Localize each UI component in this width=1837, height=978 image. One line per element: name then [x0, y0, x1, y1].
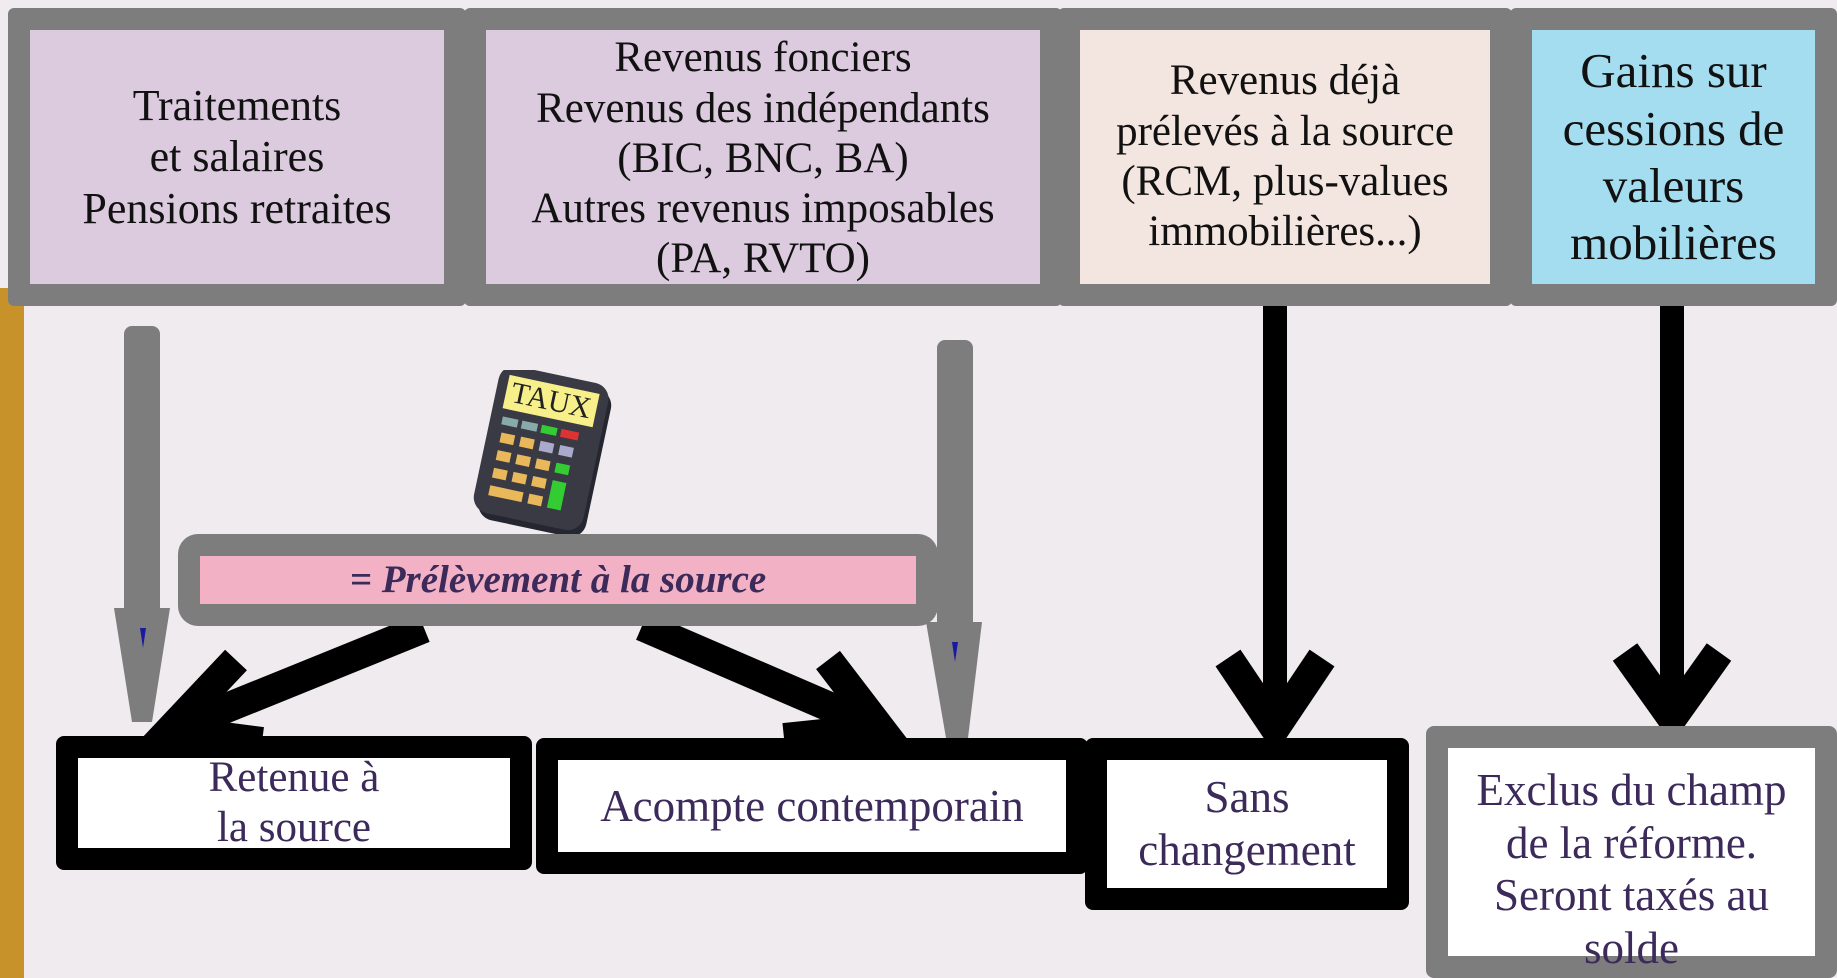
source-gains-line: cessions de — [1562, 100, 1785, 156]
source-box-deja-preleves: Revenus déjà prélevés à la source (RCM, … — [1058, 8, 1512, 306]
prelevement-box: = Prélèvement à la source — [178, 534, 938, 626]
outcome-sans-line: changement — [1138, 825, 1356, 875]
source-fonciers-line: Revenus des indépendants — [536, 84, 990, 132]
outcome-box-exclus: Exclus du champ de la réforme. Seront ta… — [1426, 726, 1837, 978]
outcome-sans-line: Sans — [1204, 772, 1290, 823]
source-gains-line: valeurs — [1602, 158, 1745, 213]
left-accent-bar — [0, 288, 24, 978]
source-fonciers-line: (PA, RVTO) — [656, 235, 870, 283]
outcome-box-sans-changement: Sans changement — [1085, 738, 1409, 910]
source-salaires-line: Traitements — [132, 80, 342, 130]
source-box-gains: Gains sur cessions de valeurs mobilières — [1510, 8, 1837, 306]
source-gains-line: mobilières — [1570, 215, 1777, 271]
source-salaires-line: et salaires — [149, 132, 325, 182]
source-deja-line: prélevés à la source — [1116, 107, 1454, 155]
outcome-exclus-line: Exclus du champ — [1476, 765, 1787, 815]
arrow-to-retenue — [138, 614, 430, 757]
outcome-acompte-line: Acompte contemporain — [600, 780, 1024, 831]
source-box-fonciers: Revenus fonciers Revenus des indépendant… — [464, 8, 1062, 306]
arrow-to-exclus — [1612, 306, 1732, 744]
arrow-tip-salaires — [140, 628, 146, 648]
outcome-retenue-line: Retenue à — [208, 753, 380, 801]
outcome-box-retenue: Retenue à la source — [56, 736, 532, 870]
arrow-to-acompte — [636, 612, 909, 753]
source-salaires-line: Pensions retraites — [82, 183, 392, 233]
source-fonciers-line: (BIC, BNC, BA) — [617, 134, 909, 182]
calculator-icon: TAUX — [473, 370, 612, 537]
source-gains-line: Gains sur — [1580, 43, 1767, 99]
source-deja-line: immobilières...) — [1148, 208, 1422, 256]
outcome-exclus-line: de la réforme. — [1505, 817, 1758, 868]
prelevement-label: = Prélèvement à la source — [349, 558, 767, 602]
outcome-exclus-line: solde — [1584, 922, 1679, 973]
arrow-to-sans-changement — [1215, 306, 1335, 755]
arrow-tip-fonciers — [952, 642, 958, 662]
outcome-box-acompte: Acompte contemporain — [536, 738, 1088, 874]
outcome-exclus-line: Seront taxés au — [1494, 870, 1769, 921]
source-deja-line: (RCM, plus-values — [1121, 158, 1449, 205]
source-fonciers-line: Autres revenus imposables — [531, 185, 995, 233]
source-deja-line: Revenus déjà — [1169, 57, 1401, 105]
gray-arrow-fonciers — [926, 340, 982, 738]
source-box-salaires: Traitements et salaires Pensions retrait… — [8, 8, 466, 306]
gray-arrow-salaires — [114, 326, 170, 722]
source-fonciers-line: Revenus fonciers — [614, 34, 912, 82]
outcome-retenue-line: la source — [216, 804, 371, 851]
